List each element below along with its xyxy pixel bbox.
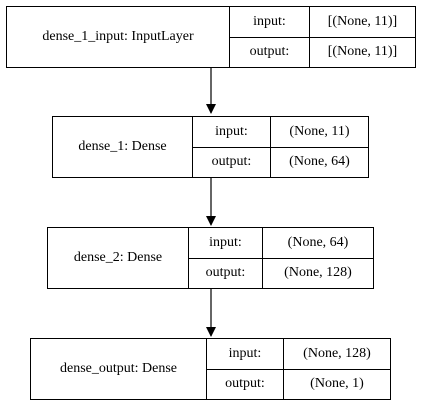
node-dense-output: dense_output: Dense input: (None, 128) o… <box>30 338 391 400</box>
input-shape: (None, 128) <box>303 345 371 361</box>
node-dense-2: dense_2: Dense input: (None, 64) output:… <box>47 227 374 289</box>
node-name: dense_1: Dense <box>53 117 193 177</box>
node-ports: input: (None, 64) output: (None, 128) <box>189 228 373 288</box>
input-row: input: (None, 64) <box>189 228 373 258</box>
node-ports: input: (None, 11) output: (None, 64) <box>193 117 368 177</box>
node-name: dense_output: Dense <box>31 339 207 399</box>
output-label: output: <box>230 37 310 67</box>
node-name: dense_1_input: InputLayer <box>7 7 230 67</box>
input-label: input: <box>230 7 310 37</box>
input-label: input: <box>207 339 284 369</box>
output-label: output: <box>189 258 263 288</box>
output-label: output: <box>207 369 284 399</box>
output-row: output: (None, 128) <box>189 257 373 288</box>
output-shape: (None, 64) <box>289 154 350 170</box>
input-shape: (None, 11) <box>289 123 350 139</box>
node-name: dense_2: Dense <box>48 228 189 288</box>
output-shape: [(None, 11)] <box>327 44 398 60</box>
output-shape: (None, 1) <box>310 376 364 392</box>
node-ports: input: (None, 128) output: (None, 1) <box>207 339 390 399</box>
node-dense-1: dense_1: Dense input: (None, 11) output:… <box>52 116 369 178</box>
output-row: output: (None, 1) <box>207 368 390 399</box>
input-label: input: <box>189 228 263 258</box>
output-row: output: (None, 64) <box>193 146 368 177</box>
node-ports: input: [(None, 11)] output: [(None, 11)] <box>230 7 415 67</box>
input-shape: [(None, 11)] <box>327 13 398 29</box>
output-label: output: <box>193 147 271 177</box>
input-label: input: <box>193 117 271 147</box>
node-dense-1-input: dense_1_input: InputLayer input: [(None,… <box>6 6 416 68</box>
input-row: input: (None, 11) <box>193 117 368 147</box>
output-row: output: [(None, 11)] <box>230 36 415 67</box>
output-shape: (None, 128) <box>284 265 352 281</box>
input-row: input: [(None, 11)] <box>230 7 415 37</box>
input-row: input: (None, 128) <box>207 339 390 369</box>
input-shape: (None, 64) <box>287 234 349 250</box>
